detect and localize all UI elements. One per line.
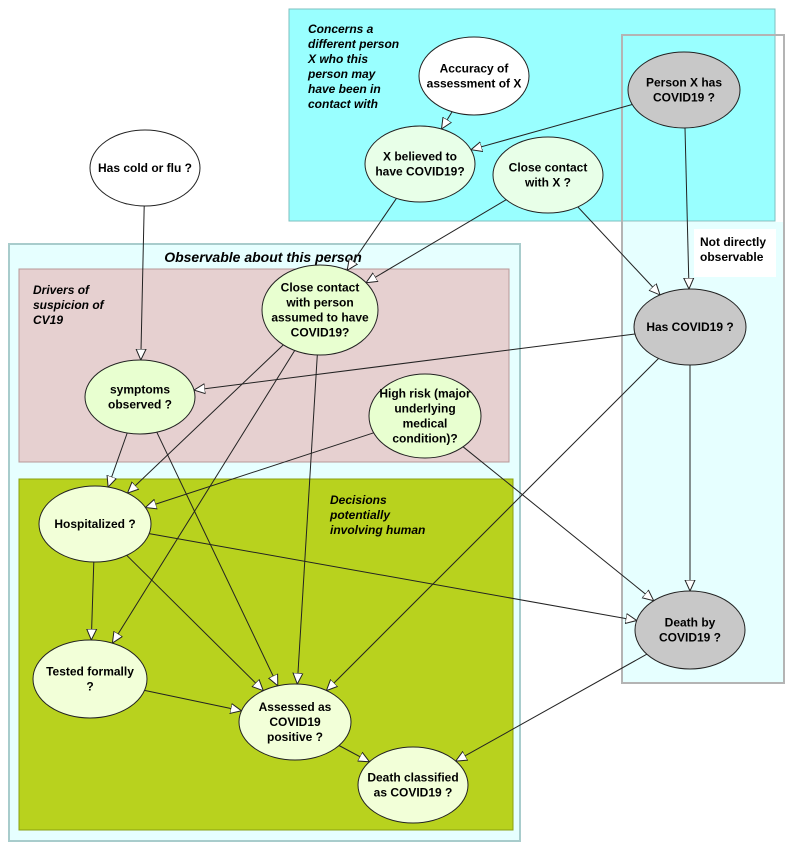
edge-x-believed-to-close-contact-person	[347, 198, 397, 270]
edge-close-contact-person-to-hospitalized	[128, 344, 284, 493]
node-shape	[238, 683, 352, 761]
edge-close-contact-person-to-assessed	[297, 354, 318, 684]
node-hospitalized[interactable]: Hospitalized ?	[38, 485, 152, 563]
edge-accuracy-to-x-believed	[442, 111, 453, 129]
edge-high-risk-to-hospitalized	[145, 432, 374, 508]
node-shape	[368, 373, 482, 459]
edge-symptoms-to-hospitalized	[108, 432, 128, 487]
node-has-covid[interactable]: Has COVID19 ?	[633, 288, 747, 366]
node-shape	[84, 359, 196, 435]
node-shape	[492, 136, 604, 214]
edge-cold-flu-to-symptoms	[141, 205, 144, 360]
edge-close-contact-x-to-close-contact-person	[366, 199, 507, 283]
node-shape	[633, 288, 747, 366]
edge-close-contact-x-to-has-covid	[577, 206, 660, 295]
edge-x-has-covid-to-x-believed	[471, 104, 633, 150]
edge-hospitalized-to-tested	[91, 561, 94, 640]
node-shape	[627, 51, 741, 129]
region-decisions-label: Decisions potentially involving human	[329, 493, 425, 537]
edge-has-covid-to-symptoms	[194, 333, 636, 390]
edge-symptoms-to-assessed	[156, 431, 278, 686]
edge-hospitalized-to-assessed	[126, 554, 264, 690]
node-shape	[634, 590, 746, 670]
edge-x-has-covid-to-has-covid	[685, 127, 689, 289]
node-label: Hospitalized ?	[54, 517, 135, 531]
node-label: Tested formally?	[46, 665, 134, 694]
edge-has-covid-to-assessed	[326, 358, 659, 690]
edges-layer	[91, 104, 690, 762]
node-shape	[357, 746, 469, 824]
region-drivers-label: Drivers of suspicion of CV19	[33, 283, 107, 327]
node-label: Has COVID19 ?	[646, 320, 733, 334]
node-label: Has cold or flu ?	[98, 161, 192, 175]
edge-tested-to-assessed	[144, 689, 242, 710]
node-cold-flu[interactable]: Has cold or flu ?	[89, 129, 201, 207]
node-shape	[261, 264, 379, 356]
edge-hospitalized-to-death	[149, 533, 637, 621]
node-shape	[418, 36, 530, 116]
edge-death-to-death-classified	[456, 653, 648, 761]
node-shape	[89, 129, 201, 207]
edge-assessed-to-death-classified	[338, 745, 370, 762]
edge-close-contact-person-to-tested	[112, 350, 296, 644]
edge-high-risk-to-death	[462, 446, 654, 601]
region-not-observable-label: Not directly observable	[700, 235, 769, 264]
node-shape	[32, 639, 148, 719]
node-tested[interactable]: Tested formally?	[32, 639, 148, 719]
node-shape	[38, 485, 152, 563]
not-observable-label-box	[694, 229, 776, 277]
node-shape	[364, 125, 476, 203]
region-observable-title: Observable about this person	[164, 249, 362, 265]
region-other-person-label: Concerns a different person X who this p…	[307, 22, 402, 111]
region-not-observable	[621, 34, 785, 684]
